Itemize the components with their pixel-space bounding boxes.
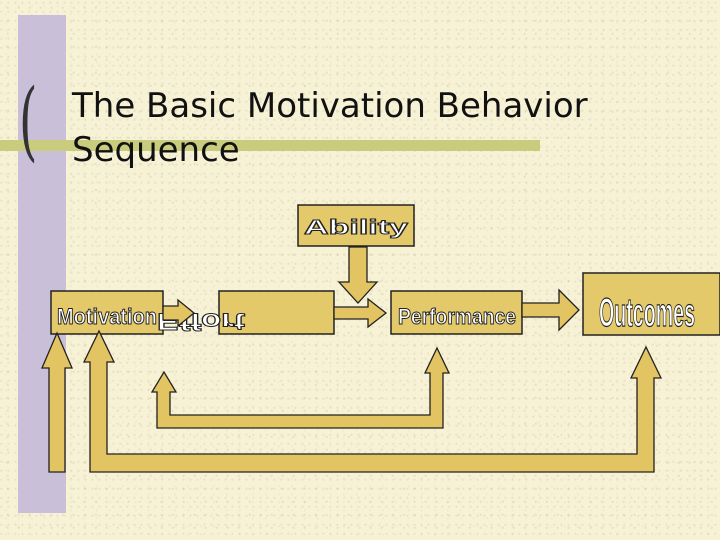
feedback-loop-performance-effort — [150, 346, 451, 429]
arrow-ability-down — [337, 246, 379, 304]
feedback-arrow-left — [41, 331, 73, 473]
arrow-effort-to-performance — [333, 297, 388, 329]
slide-title: The Basic Motivation Behavior Sequence — [72, 84, 672, 172]
motivation-label: Motivation — [57, 304, 157, 329]
ability-box — [297, 204, 415, 247]
bracket-decoration-icon: ( — [19, 71, 38, 171]
outcomes-box — [582, 272, 720, 336]
ability-label: Ability — [304, 217, 409, 239]
slide-title-line-2: Sequence — [72, 130, 240, 170]
motivation-box — [50, 290, 164, 335]
arrow-motivation-to-effort — [162, 298, 196, 328]
effort-box — [218, 290, 335, 335]
outcomes-label: Outcomes — [599, 291, 695, 335]
arrow-performance-to-outcomes — [521, 288, 580, 332]
slide-title-line-1: The Basic Motivation Behavior — [72, 86, 588, 126]
title-underline-bar — [0, 140, 540, 151]
feedback-loop-outcomes-motivation — [82, 329, 663, 473]
performance-label: Performance — [398, 304, 516, 329]
performance-box — [390, 290, 523, 335]
